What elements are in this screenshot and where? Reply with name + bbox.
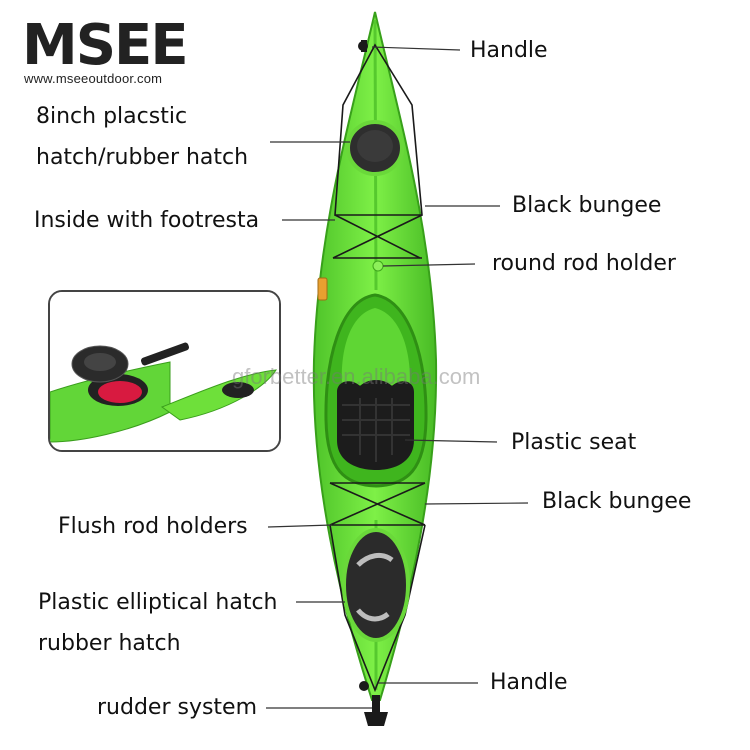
- label-elliptical-line1: Plastic elliptical hatch: [38, 590, 278, 615]
- brand-logo-text: MSEE: [22, 14, 187, 70]
- label-hatch-line1: 8inch placstic: [36, 104, 188, 129]
- bottom-handle-mark: [359, 681, 369, 691]
- label-rod-holder: round rod holder: [492, 251, 676, 276]
- label-footrest: Inside with footresta: [34, 208, 260, 233]
- top-handle-mark: [358, 40, 368, 52]
- inset-kayak-detail: [50, 292, 279, 450]
- inset-photo: [48, 290, 281, 452]
- label-handle-bottom: Handle: [490, 670, 568, 695]
- label-flush-rod: Flush rod holders: [58, 514, 248, 539]
- front-bungee: [332, 43, 423, 259]
- brand-logo: MSEE: [22, 14, 189, 70]
- label-bungee-top: Black bungee: [512, 193, 662, 218]
- rear-elliptical-hatch: [342, 528, 410, 642]
- rudder-system: [364, 695, 388, 726]
- plastic-seat: [337, 380, 414, 470]
- label-elliptical-line2: rubber hatch: [38, 631, 181, 656]
- round-rod-holder-mark: [372, 260, 384, 272]
- label-bungee-bottom: Black bungee: [542, 489, 692, 514]
- label-seat: Plastic seat: [511, 430, 637, 455]
- label-hatch-line2: hatch/rubber hatch: [36, 145, 249, 170]
- rear-bungee: [329, 482, 426, 693]
- label-rudder: rudder system: [97, 695, 258, 720]
- label-handle-top: Handle: [470, 38, 548, 63]
- watermark-text: gforbetter.en.alibaba.com: [232, 364, 481, 389]
- brand-url: www.mseeoutdoor.com: [24, 71, 163, 86]
